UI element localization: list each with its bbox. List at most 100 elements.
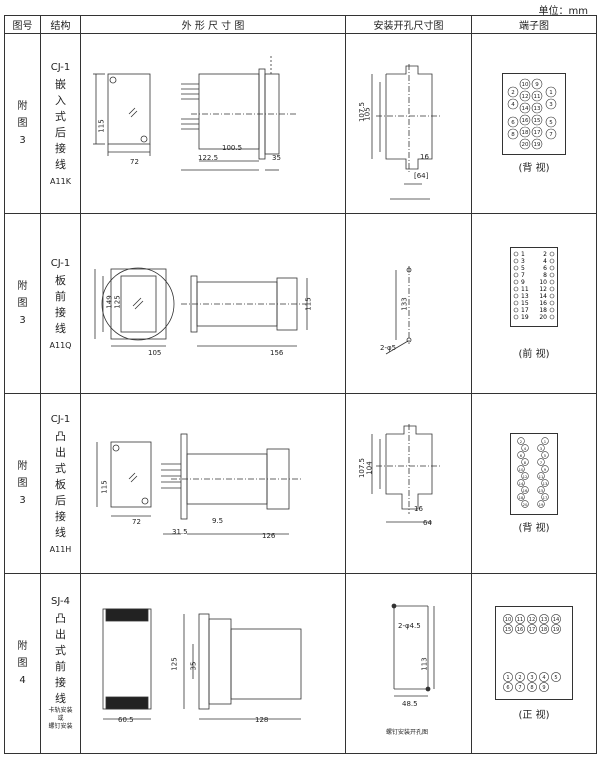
- model-code: A11Q: [49, 340, 72, 350]
- terminal-circle: 16: [521, 486, 529, 494]
- structure-char: 式: [55, 461, 66, 475]
- structure-char: 前: [55, 660, 66, 673]
- fig-char: 图: [17, 298, 28, 309]
- terminal-number: 5: [521, 265, 525, 272]
- terminal-number: 19: [539, 503, 544, 507]
- table-row: 附 图 4 SJ-4 凸 出 式 前 接 线 卡轨安装 或 螺钉安装: [4, 573, 597, 754]
- terminal-number: 6: [511, 120, 515, 126]
- fig-char: 3: [19, 495, 26, 506]
- header-row: 图号 结构 外 形 尺 寸 图 安装开孔尺寸图 端子图: [4, 15, 597, 34]
- install-note: 卡轨安装 或 螺钉安装: [41, 707, 80, 731]
- header-outline: 外 形 尺 寸 图: [80, 15, 346, 34]
- terminal-dot: [549, 279, 555, 285]
- terminal-number: 13: [543, 482, 548, 486]
- terminal-circle: 1: [545, 86, 557, 98]
- terminal-number: 18: [539, 307, 547, 314]
- terminal-circle: 20: [521, 500, 529, 508]
- terminal-circle: 16: [519, 114, 531, 126]
- structure-char: 式: [55, 644, 66, 657]
- structure-char: 前: [55, 289, 66, 303]
- terminal-circle: 12: [521, 472, 529, 480]
- mount-drawing-cell: [345, 33, 472, 214]
- terminal-circle: 2: [515, 672, 525, 682]
- terminal-number: 2: [518, 675, 521, 681]
- terminal-dot: [513, 265, 519, 271]
- terminal-number: 8: [511, 132, 515, 138]
- terminal-dot: [513, 314, 519, 320]
- terminal-circle: 6: [517, 451, 525, 459]
- terminal-number: 15: [534, 118, 541, 124]
- terminal-circle: 19: [531, 138, 543, 150]
- view-label: (正 视): [518, 710, 550, 721]
- fig-char: 4: [19, 675, 26, 686]
- outline-drawing: [94, 267, 308, 347]
- terminal-number: 9: [544, 468, 547, 472]
- spec-table: 图号 结构 外 形 尺 寸 图 安装开孔尺寸图 端子图 附 图 3 CJ-1 嵌…: [4, 15, 597, 754]
- mount-drawing: [385, 266, 412, 355]
- terminal-number: 16: [517, 627, 523, 633]
- fig-cell: 附 图 3: [4, 33, 41, 214]
- terminal-circle: 16: [515, 624, 525, 634]
- structure-char: 式: [55, 109, 66, 123]
- terminal-circle: 17: [531, 126, 543, 138]
- fig-char: 附: [17, 641, 28, 652]
- mount-drawing-cell: [345, 213, 472, 394]
- terminal-number: 13: [521, 293, 529, 300]
- install-note-line: 螺钉安装: [48, 723, 73, 730]
- model-code: A11K: [50, 176, 71, 186]
- structure-cell: SJ-4 凸 出 式 前 接 线 卡轨安装 或 螺钉安装: [40, 573, 81, 754]
- structure-char: 后: [55, 493, 66, 507]
- terminal-dot: [513, 293, 519, 299]
- terminal-number: 5: [549, 120, 553, 126]
- mount-drawing-cell: [345, 573, 472, 754]
- terminal-number: 15: [521, 300, 529, 307]
- terminal-dot: [549, 300, 555, 306]
- terminal-circle: 19: [537, 500, 545, 508]
- header-fig-no: 图号: [4, 15, 41, 34]
- terminal-number: 3: [530, 675, 533, 681]
- terminal-circle: 14: [519, 102, 531, 114]
- terminal-number: 10: [505, 617, 511, 623]
- structure-cell: CJ-1 板 前 接 线 A11Q: [40, 213, 81, 394]
- terminal-number: 16: [539, 300, 547, 307]
- terminal-number: 18: [541, 627, 547, 633]
- terminal-circle: 13: [541, 479, 549, 487]
- terminal-circle: 18: [517, 493, 525, 501]
- structure-char: 入: [55, 93, 66, 107]
- structure-char: 线: [55, 692, 66, 705]
- terminal-number: 18: [519, 496, 524, 500]
- terminal-number: 5: [554, 675, 557, 681]
- terminal-number: 6: [506, 685, 509, 691]
- terminal-circle: 4: [539, 672, 549, 682]
- outline-drawing-cell: [80, 573, 346, 754]
- terminal-circle: 3: [537, 444, 545, 452]
- terminal-dot: [549, 272, 555, 278]
- view-label: (前 视): [518, 349, 550, 360]
- terminal-number: 7: [540, 461, 543, 465]
- fig-char: 3: [19, 135, 26, 146]
- terminal-circle: 6: [503, 682, 513, 692]
- terminal-number: 4: [543, 258, 547, 265]
- terminal-number: 19: [553, 627, 559, 633]
- terminal-circle: 17: [527, 624, 537, 634]
- terminal-dot: [549, 314, 555, 320]
- fig-char: 附: [17, 461, 28, 472]
- terminal-number: 20: [539, 314, 547, 321]
- terminal-number: 17: [529, 627, 535, 633]
- terminal-number: 11: [521, 286, 529, 293]
- terminal-number: 2: [520, 440, 522, 444]
- terminal-dot: [549, 265, 555, 271]
- view-label: (背 视): [518, 163, 550, 174]
- terminal-circle: 11: [531, 90, 543, 102]
- structure-char: 出: [55, 445, 66, 459]
- structure-cell: CJ-1 凸 出 式 板 后 接 线 A11H: [40, 393, 81, 574]
- structure-code: CJ-1: [50, 413, 71, 425]
- table-row: 附 图 3 CJ-1 板 前 接 线 A11Q: [4, 213, 597, 394]
- terminal-number: 9: [521, 279, 525, 286]
